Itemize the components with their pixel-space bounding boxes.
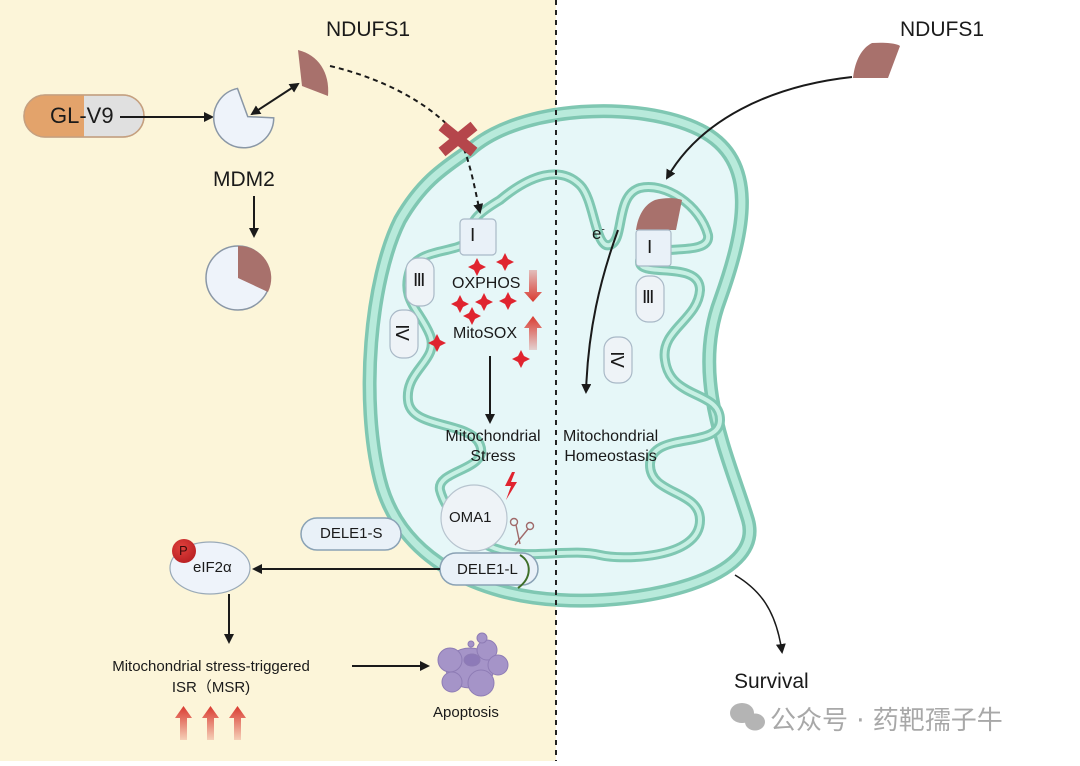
- msr-label-line2: ISR（MSR): [171, 679, 251, 696]
- complex-iv-label-left: Ⅳ: [391, 324, 412, 341]
- dele1-s-label: DELE1-S: [320, 525, 383, 542]
- apoptosis-label: Apoptosis: [433, 704, 499, 721]
- homeostasis-label-line1: Mitochondrial: [563, 428, 659, 445]
- msr-label: Mitochondrial stress-triggered ISR（MSR): [112, 656, 310, 698]
- complex-iv-right: [603, 336, 633, 384]
- oma1-label: OMA1: [449, 509, 492, 526]
- up-arrow-icon: [202, 706, 219, 740]
- ros-icon: [499, 292, 517, 310]
- stress-label-line1: Mitochondrial: [445, 428, 541, 445]
- dele1-s-shape: [300, 517, 402, 551]
- oxphos-decrease-arrow: [524, 270, 542, 302]
- ros-icon: [496, 253, 514, 271]
- phospho-badge: [172, 539, 196, 563]
- stress-label: Mitochondrial Stress: [445, 427, 540, 467]
- up-arrow-icon: [175, 706, 192, 740]
- blocked-x-icon: [438, 121, 478, 157]
- complex-iv-left: [389, 309, 419, 359]
- apoptotic-cell-icon: [437, 632, 509, 697]
- msr-increase-arrows: [175, 706, 246, 740]
- ros-icon: [475, 293, 493, 311]
- mdm2-ndufs1-binding-arrow: [250, 82, 300, 116]
- stress-label-line2: Stress: [470, 448, 516, 465]
- eif2a-label: eIF2α: [193, 559, 232, 576]
- electron-label: e-: [592, 224, 605, 244]
- up-arrow-icon: [229, 706, 246, 740]
- scissors-icon: [509, 517, 535, 546]
- ndufs1-label-right: NDUFS1: [900, 18, 985, 41]
- outer-membrane-inner-line: [366, 107, 754, 605]
- mdm2-ndufs1-complex: [205, 245, 272, 311]
- oma1-shape: [440, 484, 508, 552]
- ros-sparkles: [428, 253, 530, 368]
- dele1-l-label: DELE1-L: [457, 561, 518, 578]
- phospho-label: P: [179, 543, 188, 558]
- mitosox-label: MitoSOX: [453, 325, 518, 342]
- lightning-icon: [505, 472, 517, 500]
- complex-iv-label-right: Ⅳ: [606, 351, 627, 368]
- wechat-icon: [730, 703, 765, 731]
- homeostasis-label: Mitochondrial Homeostasis: [563, 427, 658, 467]
- ndufs1-label-left: NDUFS1: [326, 18, 411, 41]
- survival-arrow: [734, 574, 786, 654]
- dele1-cleavage-mark: [517, 554, 530, 589]
- electron-symbol: e: [592, 224, 602, 243]
- complex-iii-label-left: Ⅲ: [413, 270, 426, 290]
- ros-icon: [463, 307, 481, 325]
- electron-charge: -: [601, 224, 605, 236]
- complex-i-left: [459, 218, 497, 256]
- complex-iii-right: [635, 275, 665, 323]
- drug-label: GL-V9: [50, 103, 114, 128]
- electron-flow-arrow: [581, 229, 619, 394]
- ros-icon: [468, 258, 486, 276]
- complex-i-label-right: Ⅰ: [647, 237, 653, 257]
- msr-label-line1: Mitochondrial stress-triggered: [112, 658, 310, 675]
- watermark-text: 公众号 · 药靶孺子牛: [770, 706, 1003, 736]
- mitosox-increase-arrow: [524, 316, 542, 350]
- ndufs1-import-dashed-arrow: [329, 65, 484, 214]
- mdm2-label: MDM2: [213, 168, 275, 191]
- ros-icon: [512, 350, 530, 368]
- complex-i-right: [635, 229, 672, 267]
- complex-i-label-left: Ⅰ: [470, 225, 476, 245]
- ndufs1-shape-left: [298, 50, 329, 96]
- complex-iii-label-right: Ⅲ: [642, 287, 655, 307]
- mdm2-shape: [212, 87, 275, 149]
- ros-icon: [428, 334, 446, 352]
- ndufs1-import-arrow: [666, 76, 853, 180]
- survival-label: Survival: [734, 670, 809, 693]
- ndufs1-bound-right: [636, 198, 682, 230]
- complex-iii-left: [405, 257, 435, 307]
- ndufs1-shape-right: [853, 42, 900, 78]
- inner-membrane-highlight: [405, 172, 723, 560]
- ros-icon: [451, 295, 469, 313]
- oxphos-label: OXPHOS: [452, 275, 521, 292]
- watermark: 公众号 · 药靶孺子牛: [770, 700, 1003, 737]
- homeostasis-label-line2: Homeostasis: [564, 448, 657, 465]
